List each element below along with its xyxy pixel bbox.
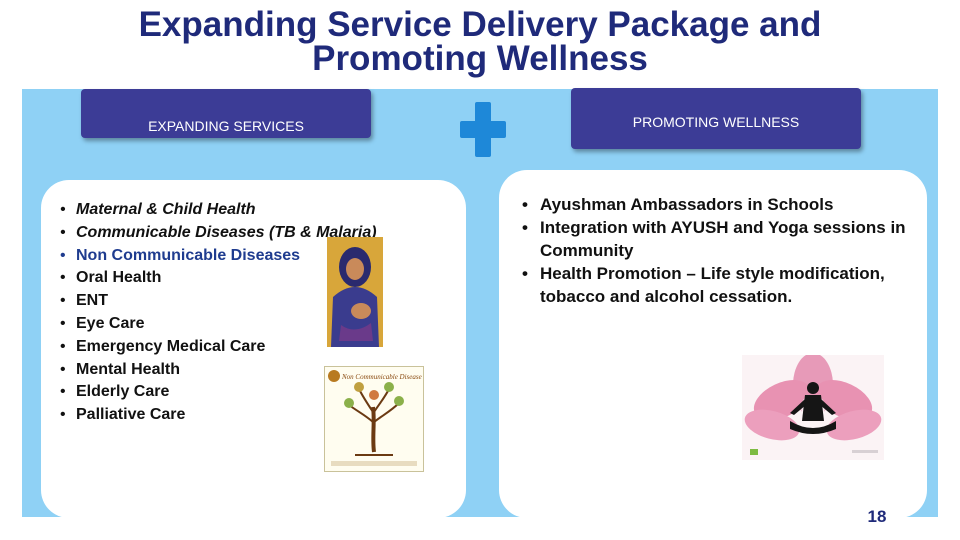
- list-item: ENT: [58, 290, 377, 313]
- list-item: Mental Health: [58, 359, 377, 382]
- list-item: Health Promotion – Life style modificati…: [522, 262, 912, 308]
- list-item: Elderly Care: [58, 381, 377, 404]
- list-item: Oral Health: [58, 267, 377, 290]
- mother-child-painting-image: [327, 237, 383, 347]
- wellness-list: Ayushman Ambassadors in Schools Integrat…: [522, 193, 912, 308]
- services-list: Maternal & Child Health Communicable Dis…: [58, 199, 377, 427]
- page-number: 18: [867, 507, 887, 526]
- list-item: Maternal & Child Health: [58, 199, 377, 222]
- medical-cross-icon: [460, 102, 506, 157]
- list-item: Communicable Diseases (TB & Malaria): [58, 222, 377, 245]
- page-title: Expanding Service Delivery Package and P…: [0, 5, 960, 78]
- list-item: Non Communicable Diseases: [58, 245, 377, 268]
- ncd-image-title: Non Communicable Disease: [341, 373, 422, 381]
- ncd-tree-diagram-image: Non Communicable Disease: [324, 366, 424, 472]
- list-item: Palliative Care: [58, 404, 377, 427]
- title-line-2: Promoting Wellness: [312, 39, 648, 78]
- list-item: Emergency Medical Care: [58, 336, 377, 359]
- expanding-services-header: EXPANDING SERVICES: [81, 89, 371, 138]
- list-item: Eye Care: [58, 313, 377, 336]
- promoting-wellness-header: PROMOTING WELLNESS: [571, 88, 861, 149]
- list-item: Ayushman Ambassadors in Schools: [522, 193, 912, 216]
- list-item: Integration with AYUSH and Yoga sessions…: [522, 216, 912, 262]
- yoga-lotus-image: [742, 355, 884, 460]
- title-line-1: Expanding Service Delivery Package and: [138, 5, 822, 44]
